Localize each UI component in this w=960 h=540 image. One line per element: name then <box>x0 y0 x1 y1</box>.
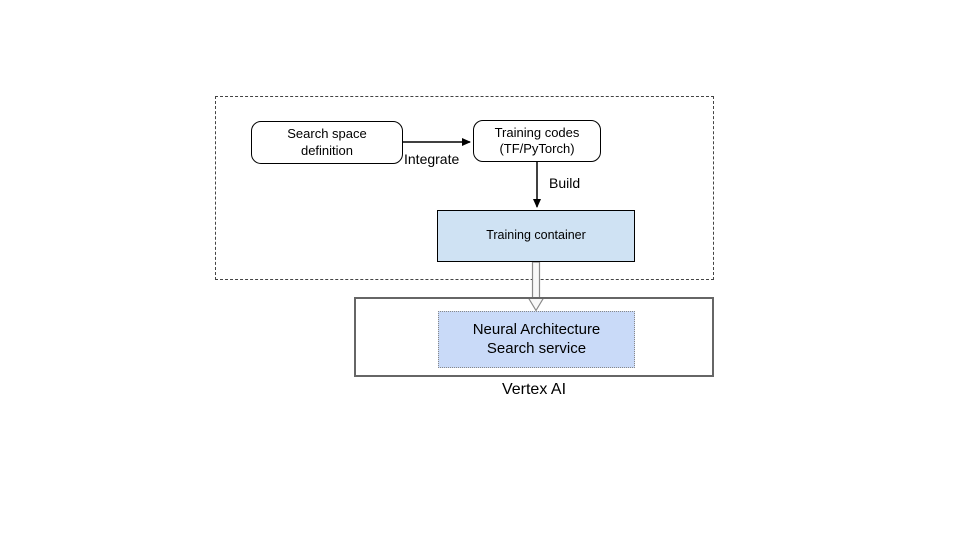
training-container-label: Training container <box>486 228 586 243</box>
training-codes-label-line2: (TF/PyTorch) <box>499 141 575 156</box>
training-container-box: Training container <box>437 210 635 262</box>
vertex-ai-label: Vertex AI <box>501 381 567 398</box>
vertex-ai-region <box>354 297 714 377</box>
search-space-label-line1: Search space <box>287 126 367 142</box>
training-codes-label-line1: Training codes <box>494 124 580 140</box>
dashed-region <box>215 96 714 280</box>
nas-service-label-line2: Search service <box>486 339 587 357</box>
integrate-edge-label: Integrate <box>404 151 460 167</box>
build-edge-label: Build <box>549 175 581 191</box>
training-codes-box: Training codes (TF/PyTorch) <box>473 120 601 162</box>
nas-service-label-line1: Neural Architecture <box>472 320 601 338</box>
search-space-label-line2: definition <box>300 142 354 158</box>
search-space-box: Search space definition <box>251 121 403 164</box>
nas-service-box: Neural Architecture Search service <box>438 311 635 368</box>
